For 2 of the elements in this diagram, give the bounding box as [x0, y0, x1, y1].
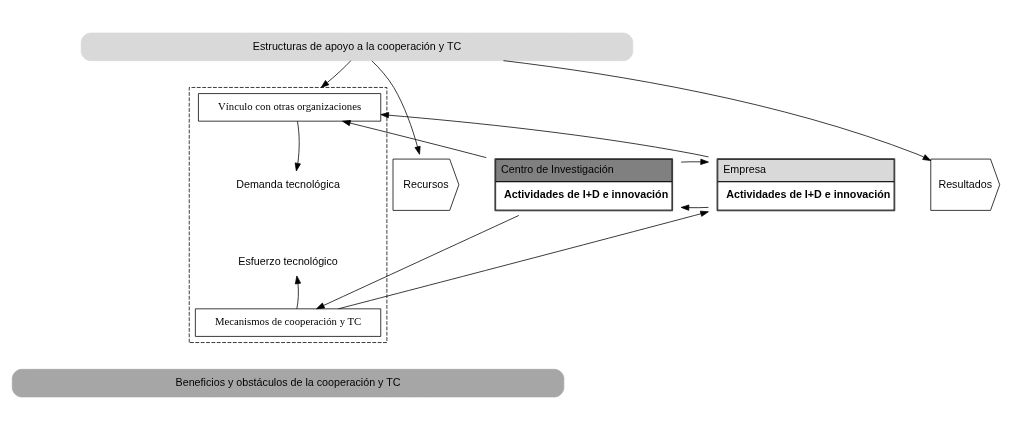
node-text: Demanda tecnológica [236, 177, 340, 190]
node-text: Esfuerzo tecnológico [238, 254, 338, 267]
